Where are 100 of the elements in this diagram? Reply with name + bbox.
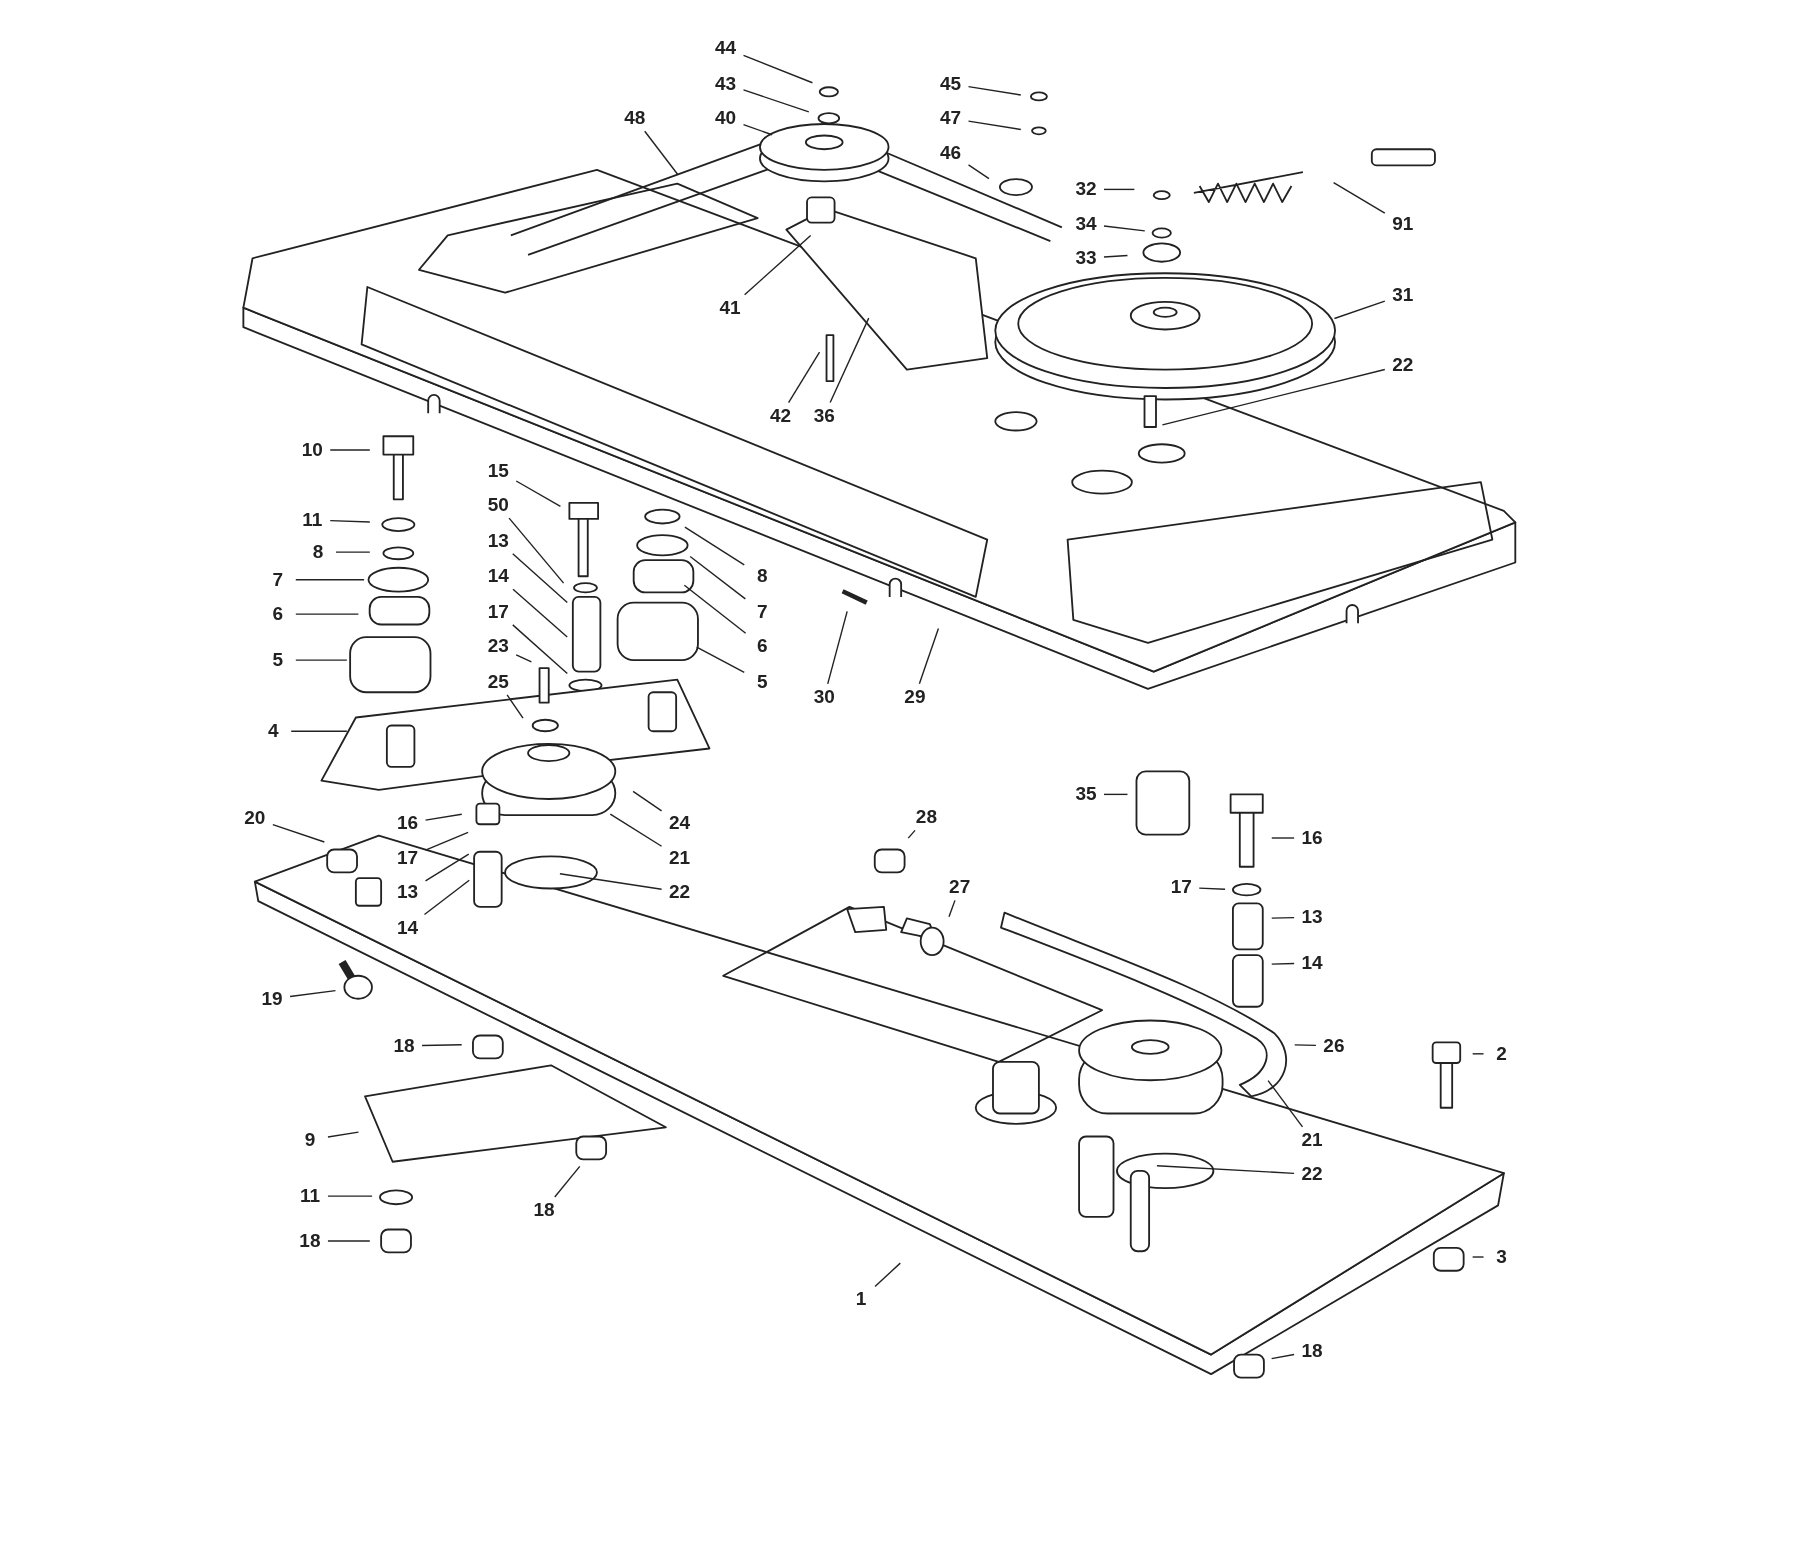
callout-number: 1 [844, 1288, 877, 1311]
leader-line [1198, 887, 1226, 890]
callout-number: 13 [482, 529, 515, 552]
callout-number: 32 [1069, 178, 1102, 201]
callout-number: 14 [482, 565, 515, 588]
callout-number: 43 [709, 72, 742, 95]
callout-number: 18 [293, 1229, 326, 1252]
leader-line [829, 317, 870, 404]
leader-line [1103, 225, 1146, 232]
callout-number: 15 [482, 459, 515, 482]
callout-number: 16 [1296, 827, 1329, 849]
leader-line [948, 899, 956, 918]
callout-number: 8 [746, 565, 779, 588]
leader-line [1271, 962, 1295, 965]
callout-number: 21 [1296, 1128, 1329, 1151]
leader-line [689, 555, 747, 600]
callout-number: 7 [746, 600, 779, 623]
callout-number: 35 [1069, 783, 1102, 806]
callout-number: 10 [296, 439, 329, 461]
leader-line [696, 646, 745, 674]
leader-line [1332, 181, 1386, 214]
callout-number: 17 [1165, 876, 1198, 899]
callout-number: 33 [1069, 247, 1102, 270]
callout-number: 7 [261, 568, 294, 591]
leader-line [1271, 916, 1295, 919]
callout-number: 18 [528, 1198, 561, 1221]
leader-line [967, 164, 990, 180]
callout-number: 50 [482, 494, 515, 517]
callout-number: 45 [934, 72, 967, 95]
leader-line [272, 823, 326, 843]
leader-line [424, 831, 469, 851]
leader-line [424, 813, 463, 821]
leader-line [787, 351, 821, 404]
callout-number: 11 [293, 1185, 326, 1208]
callout-number: 9 [293, 1128, 326, 1151]
callout-number: 11 [296, 509, 329, 531]
callout-number: 47 [934, 107, 967, 130]
leader-line [1156, 1165, 1295, 1175]
leader-line [424, 853, 470, 882]
leader-line [742, 123, 773, 136]
callout-number: 22 [1296, 1163, 1329, 1186]
leader-line [554, 1165, 581, 1198]
callout-number: 91 [1386, 212, 1419, 235]
leader-line [743, 234, 812, 296]
callout-number: 31 [1386, 284, 1419, 306]
leader-line [508, 517, 565, 584]
callout-number: 24 [663, 812, 696, 835]
leader-line [1103, 254, 1129, 258]
callout-number: 3 [1485, 1246, 1518, 1268]
leader-line [742, 89, 810, 113]
leader-line [1471, 1053, 1485, 1055]
leader-line [295, 659, 348, 661]
callout-number: 6 [746, 635, 779, 658]
leader-line [1103, 188, 1136, 191]
callout-number: 22 [663, 880, 696, 903]
callout-number: 28 [910, 806, 943, 829]
leader-line [918, 627, 940, 685]
callout-number: 20 [238, 807, 271, 830]
leader-line [683, 584, 747, 634]
callout-number: 6 [261, 603, 294, 626]
leader-line [335, 551, 371, 553]
leader-line [289, 989, 337, 998]
leader-line [1294, 1044, 1317, 1047]
leader-line [559, 873, 663, 890]
leader-line [874, 1262, 901, 1288]
callout-number: 18 [1296, 1340, 1329, 1363]
callout-number: 8 [302, 541, 334, 564]
leader-line [1267, 1079, 1304, 1128]
callout-number: 34 [1069, 212, 1102, 235]
callout-number: 25 [482, 670, 515, 693]
leader-line [421, 1044, 463, 1047]
leader-line [295, 613, 360, 615]
leader-line [515, 480, 562, 508]
callout-number: 17 [482, 600, 515, 623]
callout-number: 5 [261, 649, 294, 672]
leader-line [327, 1131, 360, 1138]
callout-number: 14 [1296, 952, 1329, 975]
callout-number: 2 [1485, 1042, 1518, 1065]
callout-number: 4 [257, 720, 290, 743]
leader-line [512, 588, 568, 638]
leader-line [967, 120, 1022, 131]
leader-line [512, 553, 568, 604]
callout-number: 21 [663, 846, 696, 869]
leader-line [1333, 300, 1386, 320]
leader-line [329, 519, 371, 523]
callout-number: 29 [898, 685, 931, 708]
leader-line [907, 829, 916, 839]
leader-line [1103, 793, 1129, 796]
leader-line [632, 790, 663, 812]
leader-line [967, 85, 1022, 96]
leader-line [512, 624, 568, 675]
leader-line [1270, 1353, 1295, 1360]
leader-line [1161, 368, 1386, 426]
leader-line [295, 579, 365, 581]
callout-number: 30 [808, 685, 841, 708]
callout-number: 48 [618, 107, 651, 130]
leader-line [684, 526, 745, 566]
callout-number: 5 [746, 670, 779, 693]
callout-number: 26 [1317, 1034, 1350, 1057]
callout-number: 19 [256, 987, 289, 1010]
